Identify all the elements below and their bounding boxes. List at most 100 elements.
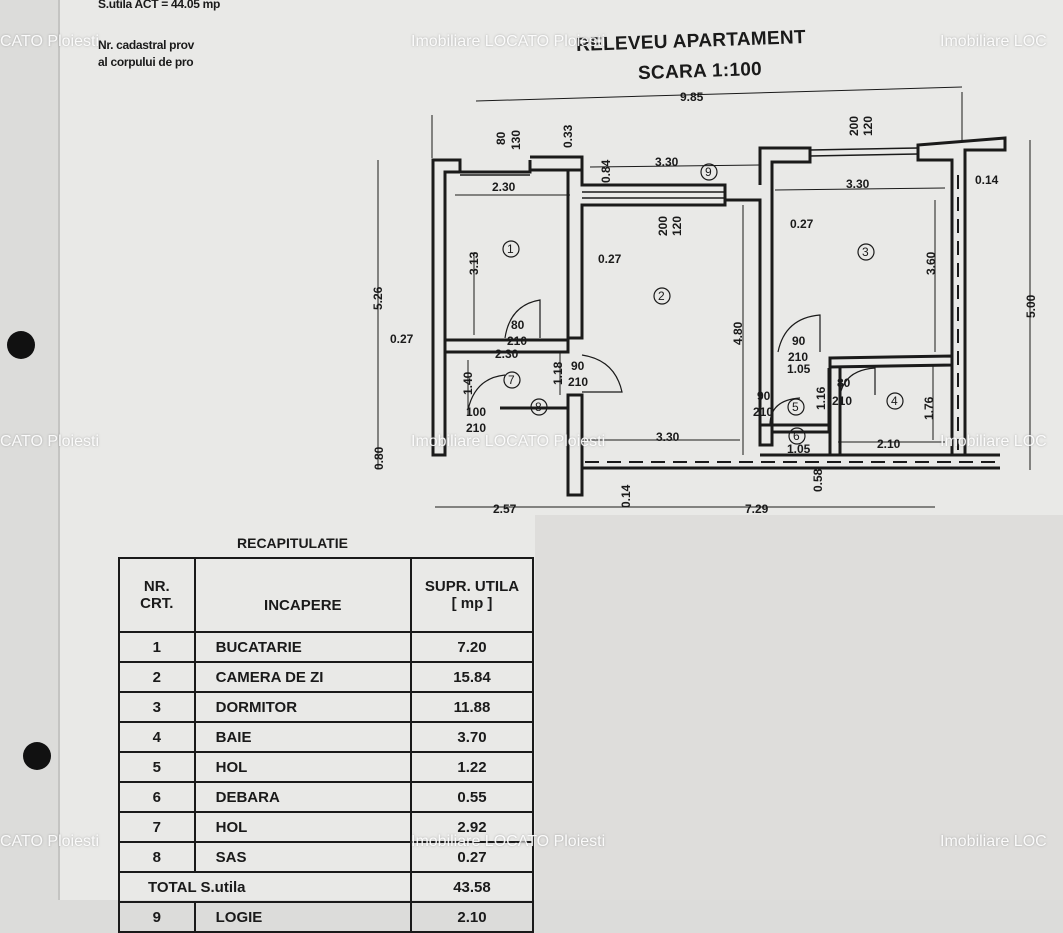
paper-sheet-shadow [535,515,1063,900]
row-area: 7.20 [409,631,535,663]
opening-label: 130 [509,130,523,150]
dim-label: 1.76 [922,396,936,420]
room-number: 5 [792,400,799,414]
room-number: 3 [862,245,869,259]
row-room: SAS [193,841,412,873]
opening-label: 210 [753,405,773,419]
room-number: 2 [658,289,665,303]
dim-label: 3.30 [655,155,679,169]
row-nr: 9 [118,901,196,933]
opening-label: 210 [788,350,808,364]
watermark: CATO Ploiesti [0,33,99,50]
dim-label: 0.14 [619,484,633,508]
watermark: CATO Ploiesti [0,433,99,450]
watermark: Imobiliare LOC [940,433,1047,450]
dim-label: 0.27 [598,252,622,266]
room-number: 7 [508,373,515,387]
watermark: Imobiliare LOCATO Ploiesti [411,33,606,50]
opening-label: 80 [494,131,508,145]
dim-label: 9.85 [680,90,704,104]
dim-label: 3.13 [467,251,481,275]
row-room: BAIE [193,721,412,753]
row-area: 0.55 [409,781,535,813]
dim-label: 0.80 [372,446,386,470]
row-area: 11.88 [409,691,535,723]
room-number: 9 [705,165,712,179]
opening-label: 210 [507,334,527,348]
opening-label: 210 [466,421,486,435]
dim-label: 1.05 [787,362,811,376]
watermark: Imobiliare LOCATO Ploiesti [411,833,606,850]
table-header-row: NR. CRT. INCAPERE SUPR. UTILA [ mp ] [118,557,535,633]
dim-label: 1.05 [787,442,811,456]
opening-label: 90 [792,334,806,348]
row-nr: 2 [118,661,196,693]
row-room: DORMITOR [193,691,412,723]
header-cadastral-line1: Nr. cadastral prov [98,38,194,52]
opening-label: 80 [511,318,525,332]
header-surface: SUPR. UTILA [ mp ] [409,557,535,633]
opening-label: 80 [837,376,851,390]
total-label: TOTAL S.utila [118,871,412,903]
dim-label: 1.16 [814,386,828,410]
room-number: 8 [535,400,542,414]
header-surface-line: S.utila ACT = 44.05 mp [98,0,220,11]
dim-label: 2.30 [492,180,516,194]
row-area: 3.70 [409,721,535,753]
recap-title: RECAPITULATIE [237,535,348,551]
watermark: Imobiliare LOCATO Ploiesti [411,433,606,450]
opening-label: 120 [670,216,684,236]
dim-label: 2.30 [495,347,519,361]
dim-label: 0.33 [561,124,575,148]
row-nr: 6 [118,781,196,813]
opening-label: 90 [757,389,771,403]
dim-label: 3.30 [846,177,870,191]
watermark: CATO Ploiesti [0,833,99,850]
row-nr: 8 [118,841,196,873]
watermark: Imobiliare LOC [940,33,1047,50]
page-margin-line [58,0,60,900]
dim-label: 3.30 [656,430,680,444]
row-area: 2.92 [409,811,535,843]
opening-label: 200 [847,116,861,136]
watermark: Imobiliare LOC [940,833,1047,850]
dim-label: 2.10 [877,437,901,451]
header-nr: NR. CRT. [118,557,196,633]
row-room: BUCATARIE [193,631,412,663]
opening-label: 120 [861,116,875,136]
room-number: 4 [891,394,898,408]
opening-label: 100 [466,405,486,419]
dim-label: 5.00 [1024,294,1038,318]
header-room: INCAPERE [193,557,412,633]
opening-label: 210 [832,394,852,408]
opening-label: 200 [656,216,670,236]
total-area: 43.58 [409,871,535,903]
row-area: 1.22 [409,751,535,783]
dim-label: 7.29 [745,502,769,516]
opening-label: 210 [568,375,588,389]
dim-label: 0.84 [599,159,613,183]
row-room: HOL [193,751,412,783]
dim-label: 0.27 [390,332,414,346]
row-room: LOGIE [193,901,412,933]
row-room: CAMERA DE ZI [193,661,412,693]
dim-label: 3.60 [924,251,938,275]
dim-label: 4.80 [731,321,745,345]
row-nr: 1 [118,631,196,663]
dim-label: 0.58 [811,468,825,492]
dim-label: 0.27 [790,217,814,231]
dim-label: 5.26 [371,286,385,310]
dim-label: 2.57 [493,502,517,516]
floor-plan: 9.85 2.30 3.30 3.30 3.13 5.26 0.27 0.27 … [371,86,1038,516]
dim-label: 1.40 [461,371,475,395]
